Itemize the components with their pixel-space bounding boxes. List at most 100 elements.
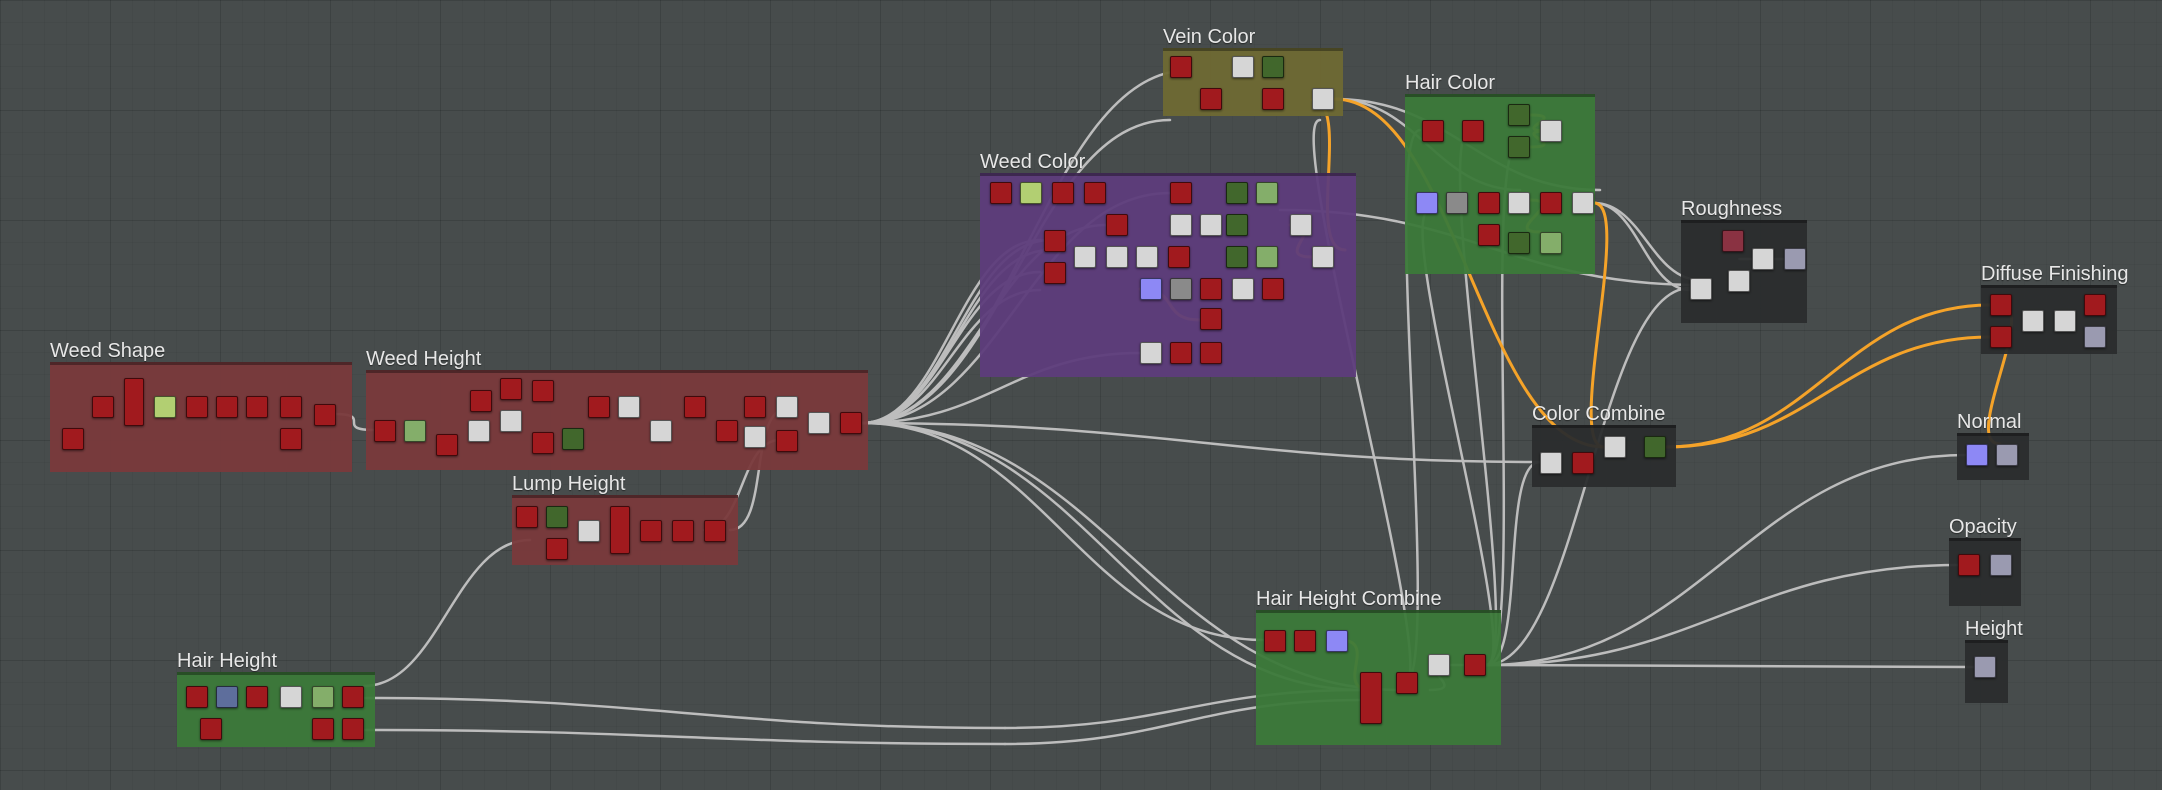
blue-node[interactable] [1140, 278, 1162, 300]
dark-green-node[interactable] [562, 428, 584, 450]
dark-green-node[interactable] [1226, 214, 1248, 236]
white-node[interactable] [500, 410, 522, 432]
red-node[interactable] [684, 396, 706, 418]
white-node[interactable] [2054, 310, 2076, 332]
red-node[interactable] [1170, 182, 1192, 204]
red-node[interactable] [280, 428, 302, 450]
white-node[interactable] [2022, 310, 2044, 332]
white-node[interactable] [1428, 654, 1450, 676]
red-node[interactable] [312, 718, 334, 740]
white-node[interactable] [776, 396, 798, 418]
red-node[interactable] [588, 396, 610, 418]
red-node[interactable] [1478, 224, 1500, 246]
red-node[interactable] [532, 432, 554, 454]
red-node[interactable] [532, 380, 554, 402]
dark-green-node[interactable] [1226, 182, 1248, 204]
white-node[interactable] [1540, 120, 1562, 142]
red-node[interactable] [436, 434, 458, 456]
red-node[interactable] [990, 182, 1012, 204]
white-node[interactable] [1690, 278, 1712, 300]
frame-weed-color[interactable]: Weed Color [980, 151, 1356, 377]
red-node[interactable] [1044, 262, 1066, 284]
connection-wire[interactable] [860, 421, 1542, 464]
red-node[interactable] [704, 520, 726, 542]
light-green-node[interactable] [1256, 246, 1278, 268]
blue-node[interactable] [1966, 444, 1988, 466]
red-node[interactable] [314, 404, 336, 426]
red-node[interactable] [374, 420, 396, 442]
red-node[interactable] [62, 428, 84, 450]
white-node[interactable] [578, 520, 600, 542]
red-node[interactable] [186, 686, 208, 708]
red-node[interactable] [1990, 326, 2012, 348]
white-node[interactable] [1540, 452, 1562, 474]
white-node[interactable] [1106, 246, 1128, 268]
frame-vein-color[interactable]: Vein Color [1163, 26, 1343, 116]
output-node[interactable] [1974, 656, 1996, 678]
red-node[interactable] [246, 686, 268, 708]
red-node[interactable] [776, 430, 798, 452]
white-node[interactable] [1312, 88, 1334, 110]
red-node[interactable] [1264, 630, 1286, 652]
connection-wire[interactable] [362, 728, 1007, 746]
light-green-node[interactable] [1540, 232, 1562, 254]
red-node[interactable] [1170, 56, 1192, 78]
red-node[interactable] [1958, 554, 1980, 576]
white-node[interactable] [650, 420, 672, 442]
frame-roughness[interactable]: Roughness [1681, 198, 1807, 323]
dark-green-node[interactable] [546, 506, 568, 528]
white-node[interactable] [280, 686, 302, 708]
connection-wire[interactable] [1592, 201, 1692, 292]
white-node[interactable] [468, 420, 490, 442]
white-node[interactable] [1752, 248, 1774, 270]
white-node[interactable] [1572, 192, 1594, 214]
red-node[interactable] [840, 412, 862, 434]
red-node[interactable] [1478, 192, 1500, 214]
dark-green-node[interactable] [1262, 56, 1284, 78]
white-node[interactable] [1074, 246, 1096, 268]
red-node[interactable] [246, 396, 268, 418]
white-node[interactable] [618, 396, 640, 418]
red-node[interactable] [1464, 654, 1486, 676]
color-wire[interactable] [1664, 303, 1992, 449]
red-node[interactable] [124, 378, 144, 426]
red-node[interactable] [1106, 214, 1128, 236]
connection-wire[interactable] [362, 696, 1007, 730]
white-node[interactable] [1232, 56, 1254, 78]
red-node[interactable] [610, 506, 630, 554]
light-green-node[interactable] [1256, 182, 1278, 204]
red-node[interactable] [1084, 182, 1106, 204]
red-node[interactable] [1990, 294, 2012, 316]
white-node[interactable] [1728, 270, 1750, 292]
red-node[interactable] [1262, 88, 1284, 110]
red-node[interactable] [1540, 192, 1562, 214]
red-node[interactable] [1294, 630, 1316, 652]
red-node[interactable] [1360, 672, 1382, 724]
white-node[interactable] [744, 426, 766, 448]
red-node[interactable] [716, 420, 738, 442]
red-node[interactable] [640, 520, 662, 542]
red-node[interactable] [470, 390, 492, 412]
dark-green-node[interactable] [1508, 136, 1530, 158]
connection-wire[interactable] [1484, 663, 1976, 669]
red-node[interactable] [186, 396, 208, 418]
red-node[interactable] [1200, 88, 1222, 110]
white-node[interactable] [1200, 214, 1222, 236]
gray-node[interactable] [1446, 192, 1468, 214]
red-node[interactable] [280, 396, 302, 418]
lime-node[interactable] [1020, 182, 1042, 204]
white-node[interactable] [1140, 342, 1162, 364]
red-node[interactable] [342, 718, 364, 740]
white-node[interactable] [1508, 192, 1530, 214]
dark-green-node[interactable] [1508, 104, 1530, 126]
red-node[interactable] [1572, 452, 1594, 474]
slate-node[interactable] [216, 686, 238, 708]
red-node[interactable] [92, 396, 114, 418]
white-node[interactable] [808, 412, 830, 434]
red-node[interactable] [200, 718, 222, 740]
red-node[interactable] [2084, 294, 2106, 316]
blue-node[interactable] [1416, 192, 1438, 214]
red-node[interactable] [1052, 182, 1074, 204]
white-node[interactable] [1312, 246, 1334, 268]
connection-wire[interactable] [1484, 563, 1960, 667]
